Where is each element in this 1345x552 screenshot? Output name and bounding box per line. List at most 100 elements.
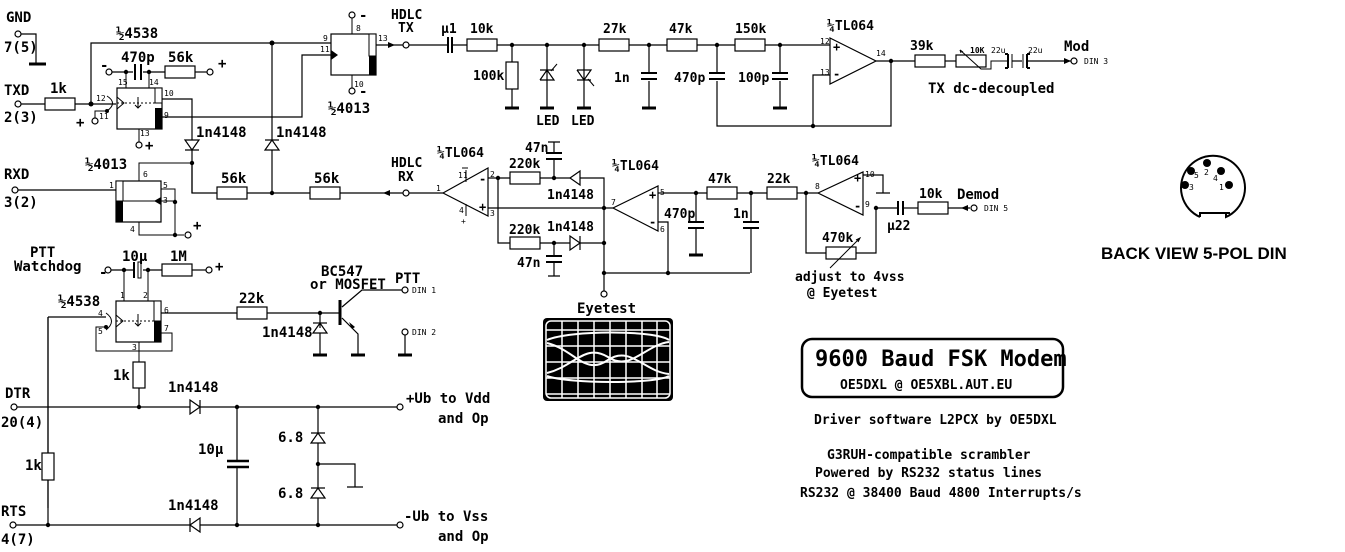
demod-din-label: DIN 5 (984, 204, 1008, 213)
svg-text:13: 13 (140, 129, 150, 138)
gnd-terminal[interactable] (14, 30, 22, 38)
ic-label-opamp-rx1: ¼TL064 (437, 146, 484, 161)
ic-label-opamp-tx: ¼TL064 (827, 19, 874, 34)
vss-terminal[interactable] (396, 521, 404, 529)
diode-1n4148-a (183, 139, 201, 152)
ptt-terminal[interactable] (401, 286, 409, 294)
pot-470k-label: 470k (822, 231, 853, 246)
hdlc-rx-label-1: HDLC (391, 156, 422, 171)
svg-text:-: - (359, 84, 367, 100)
demod-terminal[interactable] (970, 204, 978, 212)
adjust-note-1: adjust to 4vss (795, 270, 905, 285)
svg-text:14: 14 (876, 49, 886, 58)
diode-1n4148-ptt-label: 1n4148 (262, 325, 313, 341)
vdd-label-2: and Op (438, 411, 489, 427)
svg-text:-: - (100, 58, 108, 74)
svg-text:8: 8 (356, 24, 361, 33)
resistor-1k (44, 97, 76, 111)
resistor-220k-a (509, 171, 541, 185)
dtr-terminal[interactable] (10, 403, 18, 411)
zener-2-label: 6.8 (278, 486, 303, 502)
tx-filter: µ1 10k 100k LED LED 27k 1n 47k (409, 22, 830, 129)
resistor-56k-top-label: 56k (168, 50, 194, 66)
svg-text:+: + (193, 218, 201, 234)
vss-label-1: -Ub to Vss (404, 509, 488, 525)
rxd-terminal[interactable] (11, 186, 19, 194)
svg-text:2: 2 (143, 291, 148, 300)
resistor-1k-ptt (132, 361, 146, 389)
svg-text:-: - (359, 8, 367, 24)
rts-terminal[interactable] (9, 521, 17, 529)
diode-rts (188, 516, 201, 534)
mod-terminal[interactable] (1070, 57, 1078, 65)
resistor-1k-rts (41, 452, 55, 481)
rxd-label: RXD (4, 167, 29, 183)
resistor-220k-b-label: 220k (509, 223, 540, 238)
txd-port: TXD 2(3) 1k (4, 40, 331, 126)
gnd-port: GND 7(5) (4, 10, 46, 66)
diode-1n4148-b-label: 1n4148 (276, 125, 327, 141)
resistor-1k-ptt-label: 1k (113, 368, 130, 384)
txd-terminal[interactable] (14, 100, 22, 108)
vdd-label-1: +Ub to Vdd (406, 391, 490, 407)
capacitor-47n-b-label: 47n (517, 256, 540, 271)
tx-dc-decoupled-note: TX dc-decoupled (928, 81, 1054, 97)
driver-text: Driver software L2PCX by OE5DXL (814, 413, 1057, 428)
vdd-terminal[interactable] (396, 403, 404, 411)
transistor-label-1: BC547 (321, 264, 363, 280)
din2-terminal[interactable] (401, 328, 409, 336)
svg-text:11: 11 (458, 171, 468, 180)
dtr-label: DTR (5, 386, 31, 402)
resistor-10k-rx-label: 10k (919, 187, 943, 202)
svg-text:15: 15 (118, 78, 128, 87)
resistor-47k-rx-label: 47k (708, 172, 732, 187)
dtr-pin: 20(4) (1, 415, 43, 431)
resistor-47k-label: 47k (669, 22, 693, 37)
svg-text:3: 3 (490, 209, 495, 218)
rx-slicer-network: 220k 47n 1n4148 220k 1n4148 47n Eyetest (509, 141, 750, 317)
opamp-tx: ¼TL064 + - 12 13 14 (810, 19, 915, 129)
svg-text:6: 6 (660, 225, 665, 234)
svg-text:14: 14 (149, 78, 159, 87)
ff-4013-rx: ½4013 1 6 5 3 4 + (85, 157, 217, 239)
ic-label-opamp-rx2: ¼TL064 (612, 159, 659, 174)
hdlc-tx-terminal[interactable] (402, 41, 410, 49)
rx-resistors: 56k 56k (216, 171, 403, 200)
resistor-22k-ptt (236, 306, 268, 320)
svg-text:4: 4 (130, 225, 135, 234)
svg-text:-: - (99, 265, 107, 281)
diode-1n4148-rx-a-label: 1n4148 (547, 188, 594, 203)
svg-text:5: 5 (163, 181, 168, 190)
mono-4538-top: ½4538 12 11 + 15 14 10 9 13 + - 470p 56k (76, 26, 331, 193)
resistor-22k-rx-label: 22k (767, 172, 791, 187)
svg-text:+: + (649, 188, 656, 202)
capacitor-10u-ptt-label: 10µ (122, 249, 148, 265)
eyetest-terminal[interactable] (600, 290, 608, 298)
ptt-watchdog: PTT Watchdog ½4538 4 5 1 2 6 7 3 - 10µ 1… (14, 245, 340, 508)
svg-text:-: - (833, 67, 840, 81)
din-pin-4: 4 (1213, 174, 1218, 183)
hdlc-rx-terminal[interactable] (402, 189, 410, 197)
author-text: OE5DXL @ OE5XBL.AUT.EU (840, 378, 1012, 393)
resistor-10k-rx (917, 201, 949, 215)
resistor-100k-label: 100k (473, 69, 504, 84)
transistor-label-2: or MOSFET (310, 277, 386, 293)
hdlc-tx-port: HDLC TX (391, 8, 422, 49)
svg-text:8: 8 (815, 182, 820, 191)
svg-text:+: + (479, 200, 486, 214)
svg-text:+: + (854, 171, 861, 185)
svg-text:1: 1 (120, 291, 125, 300)
txd-pin: 2(3) (4, 110, 38, 126)
svg-text:12: 12 (820, 37, 830, 46)
mod-output: 39k 10K 22u 22u Mod DIN 3 TX dc-decouple… (910, 39, 1108, 97)
note-rs232: RS232 @ 38400 Baud 4800 Interrupts/s (800, 486, 1082, 501)
resistor-100k (505, 61, 519, 90)
svg-text:+: + (218, 56, 226, 72)
hdlc-tx-label-2: TX (398, 21, 414, 36)
svg-text:10: 10 (354, 80, 364, 89)
svg-text:13: 13 (378, 34, 388, 43)
diode-1n4148-a-label: 1n4148 (196, 125, 247, 141)
svg-text:6: 6 (164, 306, 169, 315)
svg-text:+: + (833, 40, 840, 54)
